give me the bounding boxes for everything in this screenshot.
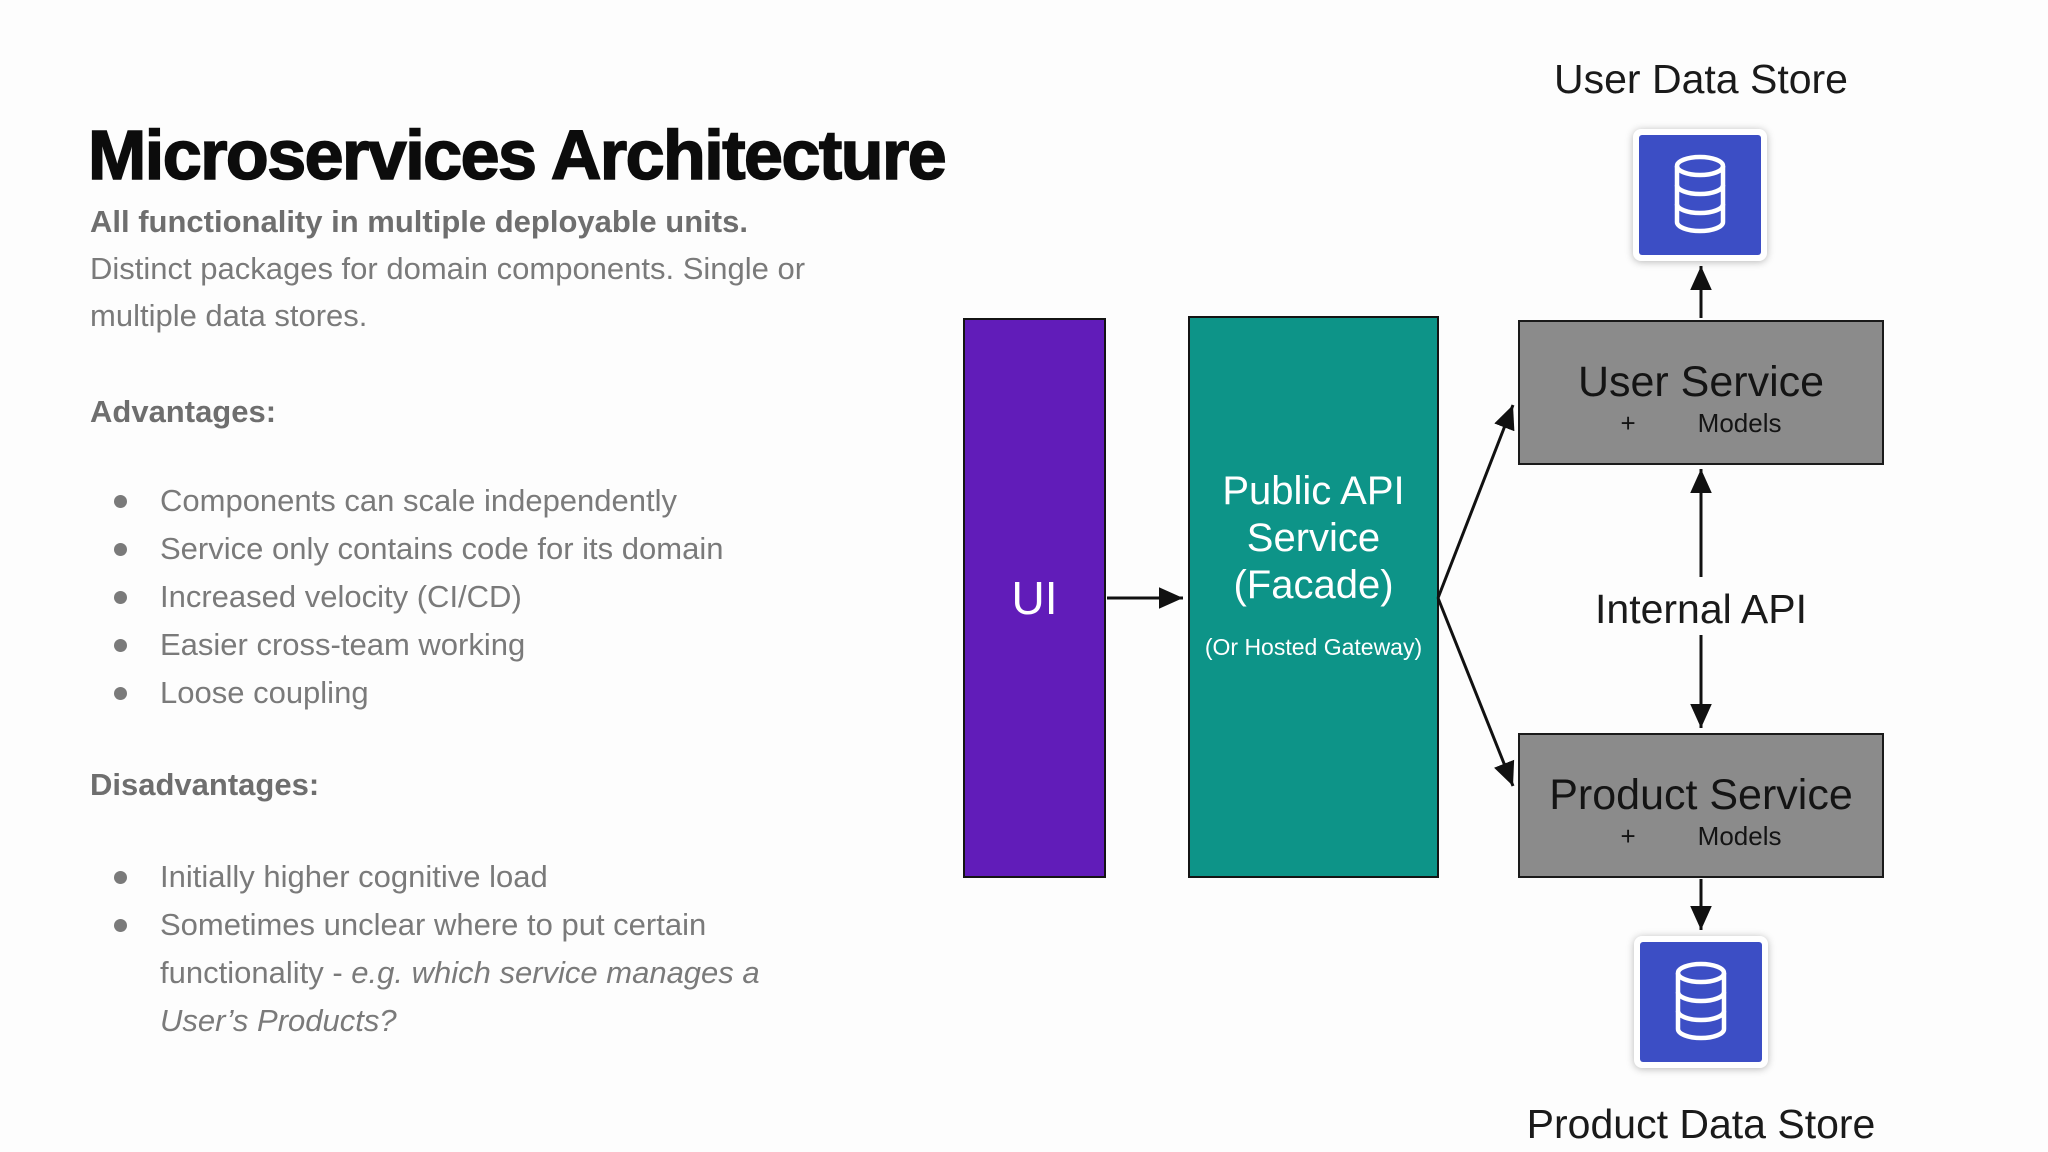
internal-api-label: Internal API xyxy=(1595,586,1807,632)
list-item: Components can scale independently xyxy=(114,477,723,525)
facade-title-line: (Facade) xyxy=(1233,563,1394,607)
ui-box: UI xyxy=(963,318,1106,878)
disadvantages-list: Initially higher cognitive load Sometime… xyxy=(114,853,760,1045)
list-item-text: Increased velocity (CI/CD) xyxy=(160,579,522,614)
bullet-icon xyxy=(114,591,127,604)
user-service-models-row: + Models xyxy=(1620,408,1781,438)
user-service-box: User Service + Models xyxy=(1518,320,1884,465)
list-item-text: Loose coupling xyxy=(160,675,369,710)
page-title: Microservices Architecture xyxy=(87,115,947,195)
list-item-text: Service only contains code for its domai… xyxy=(160,531,724,566)
bullet-icon xyxy=(114,495,127,508)
intro-line: multiple data stores. xyxy=(90,298,368,333)
intro-line: Distinct packages for domain components.… xyxy=(90,251,806,286)
list-item-text-normal: functionality - xyxy=(160,955,352,990)
user-service-label: User Service xyxy=(1577,357,1825,406)
list-item-text: functionality - e.g. which service manag… xyxy=(160,949,760,997)
plus-label: + xyxy=(1620,820,1636,851)
disadvantages-heading: Disadvantages: xyxy=(90,767,320,802)
bullet-icon xyxy=(114,871,127,884)
product-data-store-tile xyxy=(1634,936,1768,1068)
models-label: Models xyxy=(1697,820,1782,851)
plus-label: + xyxy=(1620,407,1636,438)
list-item: Sometimes unclear where to put certain f… xyxy=(114,901,760,1045)
advantages-list: Components can scale independently Servi… xyxy=(114,477,724,717)
arrow-facade-to-product-service xyxy=(1436,597,1515,787)
database-icon xyxy=(1639,135,1761,255)
list-item-text: Components can scale independently xyxy=(160,483,678,518)
models-label: Models xyxy=(1697,407,1782,438)
product-data-store-label: Product Data Store xyxy=(1526,1101,1876,1147)
facade-box-subtext: (Or Hosted Gateway) xyxy=(1204,634,1423,660)
database-icon xyxy=(1674,154,1726,234)
list-item-text: Easier cross-team working xyxy=(160,627,526,662)
bullet-icon xyxy=(114,639,127,652)
database-icon xyxy=(1675,961,1727,1041)
bullet-icon xyxy=(114,543,127,556)
intro-lead-line: All functionality in multiple deployable… xyxy=(90,204,748,239)
list-item-text: Sometimes unclear where to put certain xyxy=(160,907,707,942)
user-data-store-tile xyxy=(1633,129,1767,261)
list-item: Initially higher cognitive load xyxy=(114,853,760,901)
database-icon xyxy=(1640,942,1762,1062)
bullet-icon xyxy=(114,687,127,700)
product-service-models-row: + Models xyxy=(1620,821,1781,851)
advantages-heading: Advantages: xyxy=(90,394,277,429)
list-item: Service only contains code for its domai… xyxy=(114,525,724,573)
product-service-box: Product Service + Models xyxy=(1518,733,1884,878)
list-item-text-italic: User’s Products? xyxy=(160,1003,397,1038)
intro-paragraph: All functionality in multiple deployable… xyxy=(90,198,805,339)
ui-box-label: UI xyxy=(1011,572,1058,624)
product-service-label: Product Service xyxy=(1549,770,1853,819)
bullet-icon xyxy=(114,919,127,932)
facade-title-line: Public API xyxy=(1222,469,1405,513)
arrow-facade-to-user-service xyxy=(1436,404,1515,599)
list-item-text-italic: e.g. which service manages a xyxy=(351,955,760,990)
facade-title-line: Service xyxy=(1246,516,1381,560)
public-api-facade-box: Public API Service (Facade) (Or Hosted G… xyxy=(1188,316,1439,878)
list-item: Increased velocity (CI/CD) xyxy=(114,573,723,621)
list-item-text: Initially higher cognitive load xyxy=(160,859,548,894)
user-data-store-label: User Data Store xyxy=(1554,56,1848,102)
facade-box-title: Public API Service (Facade) xyxy=(1190,468,1437,609)
list-item: Easier cross-team working xyxy=(114,621,723,669)
list-item: Loose coupling xyxy=(114,669,723,717)
